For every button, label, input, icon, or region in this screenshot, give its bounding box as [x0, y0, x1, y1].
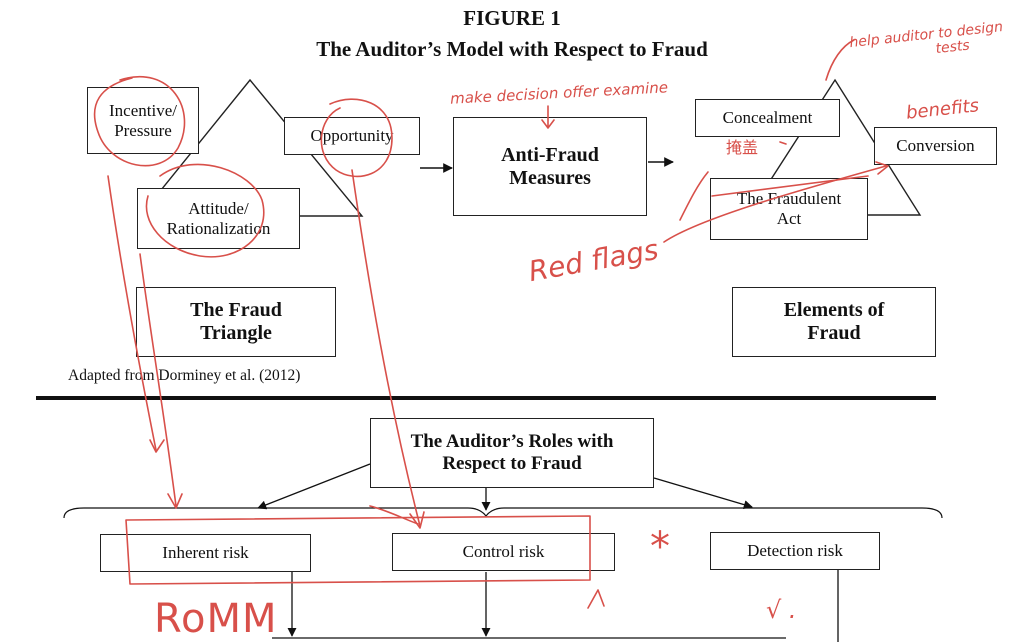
anti-fraud-label-1: Anti-Fraud	[501, 143, 599, 166]
attitude-box: Attitude/Rationalization	[137, 188, 300, 249]
rationalization-label: Rationalization	[166, 218, 271, 238]
source-note: Adapted from Dorminey et al. (2012)	[68, 367, 301, 384]
conversion-box: Conversion	[874, 127, 997, 165]
arrow-to-inherent	[257, 463, 371, 510]
figure-title: FIGURE 1	[463, 6, 561, 30]
detection-risk-box: Detection risk	[710, 532, 880, 570]
roles-title-2: Respect to Fraud	[442, 453, 582, 474]
concealment-cn-note: 掩盖	[726, 138, 759, 157]
conversion-label: Conversion	[896, 136, 975, 156]
check-note: √ .	[766, 596, 797, 624]
figure-subtitle: The Auditor’s Model with Respect to Frau…	[316, 37, 708, 61]
detection-risk-label: Detection risk	[747, 541, 843, 561]
romm-note: RoMM	[154, 596, 278, 642]
fraud-triangle-label-2: Triangle	[200, 322, 272, 344]
opportunity-box: Opportunity	[284, 117, 420, 155]
fraudulent-act-label-2: Act	[776, 209, 802, 228]
inherent-risk-box: Inherent risk	[100, 534, 311, 572]
attitude-label: Attitude/	[188, 198, 249, 218]
concealment-box: Concealment	[695, 99, 840, 137]
control-risk-box: Control risk	[392, 533, 615, 571]
fraud-triangle-label-1: The Fraud	[190, 299, 282, 321]
star-note: *	[650, 524, 670, 570]
incentive-pressure-box: Incentive/Pressure	[87, 87, 199, 154]
inherent-risk-label: Inherent risk	[162, 543, 249, 563]
pressure-label: Pressure	[114, 120, 172, 140]
opportunity-label: Opportunity	[310, 126, 394, 146]
incentive-label: Incentive/	[109, 100, 177, 120]
roles-brace	[63, 507, 943, 519]
roles-title-1: The Auditor’s Roles with	[410, 431, 614, 453]
help-auditor-line-2: tests	[934, 37, 971, 58]
fraudulent-act-label-1: The Fraudulent	[736, 189, 842, 209]
concealment-label: Concealment	[722, 108, 813, 128]
anti-fraud-label-2: Measures	[509, 166, 591, 189]
elements-label-1: Elements of	[783, 299, 885, 321]
arrow-to-detection	[653, 477, 753, 510]
control-risk-label: Control risk	[462, 542, 545, 562]
elements-label-2: Fraud	[807, 322, 861, 344]
